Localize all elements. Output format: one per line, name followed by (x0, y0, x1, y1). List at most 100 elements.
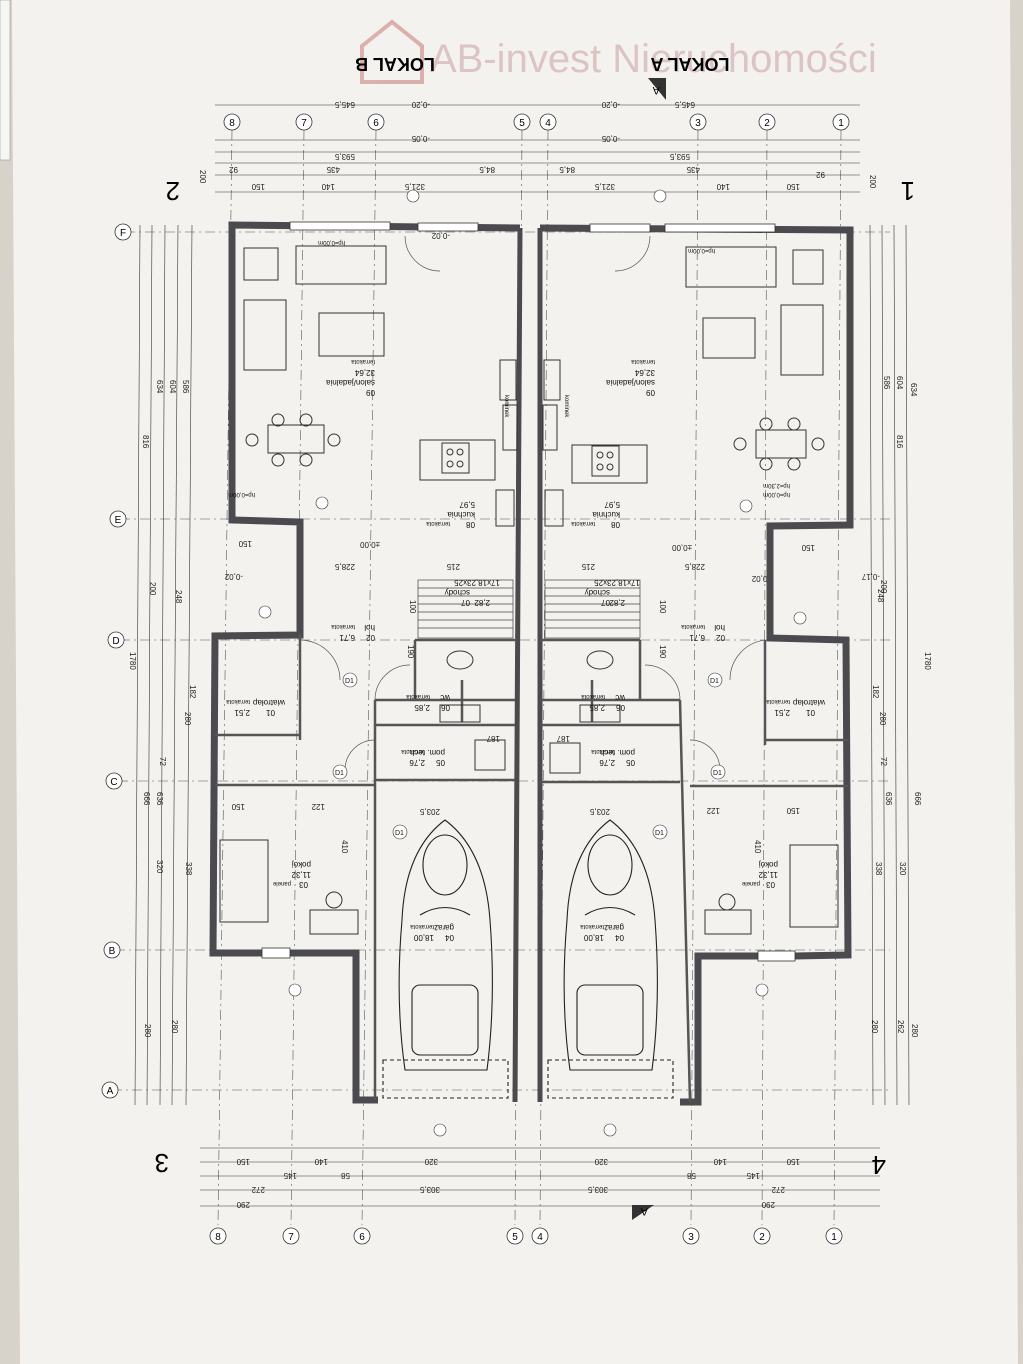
room-label: 02 hol 6,71 terrakota (331, 623, 375, 642)
axis-bubbles-top: 8 7 6 5 4 3 2 1 (223, 113, 850, 131)
svg-text:84,5: 84,5 (559, 165, 575, 174)
axis-bubble: C (105, 772, 123, 790)
axis-label: F (120, 228, 126, 239)
room-label: 03 11,32 pokój panele (741, 860, 778, 889)
svg-text:150: 150 (786, 182, 800, 191)
svg-text:6,71: 6,71 (339, 633, 355, 642)
axis-label: 4 (537, 1232, 543, 1243)
svg-text:816: 816 (895, 435, 904, 449)
svg-text:280: 280 (143, 1024, 152, 1038)
svg-text:190: 190 (658, 645, 667, 659)
svg-text:salon/jadalnia: salon/jadalnia (606, 378, 655, 387)
axis-label: D (112, 636, 119, 647)
svg-text:182: 182 (188, 685, 197, 699)
axis-bubble: 2 (758, 113, 776, 131)
svg-text:636: 636 (155, 792, 164, 806)
axis-label: 6 (359, 1232, 365, 1243)
corner-label-top-left: 2 (166, 176, 180, 206)
axis-bubble: D (107, 631, 125, 649)
svg-text:145: 145 (746, 1171, 760, 1180)
axis-bubble: 3 (689, 113, 707, 131)
svg-text:6,71: 6,71 (689, 633, 705, 642)
svg-text:terrakota: terrakota (226, 698, 250, 704)
axis-label: 8 (215, 1232, 221, 1243)
armchair-icon (243, 247, 279, 281)
coffee-table-icon (318, 312, 385, 357)
svg-text:D1: D1 (395, 830, 404, 837)
room-label: 02 hol 6,71 terrakota (681, 623, 725, 642)
svg-text:2,76: 2,76 (409, 758, 425, 767)
svg-text:2,82: 2,82 (609, 598, 625, 607)
svg-text:05: 05 (626, 758, 635, 767)
svg-text:645,5: 645,5 (674, 100, 695, 109)
svg-text:panele: panele (272, 880, 291, 886)
axis-label: 1 (831, 1232, 837, 1243)
svg-text:hp=0,00m: hp=0,00m (318, 239, 345, 245)
svg-text:338: 338 (184, 862, 193, 876)
room-label: 06 wc 2,85 terrakota (581, 693, 626, 712)
axis-bubble: 8 (223, 113, 241, 131)
sink-icon (544, 489, 564, 527)
car-icon-lokal-a (547, 819, 674, 1099)
axis-label: 2 (759, 1232, 765, 1243)
axis-label: 7 (288, 1232, 294, 1243)
svg-text:terrakota: terrakota (406, 693, 430, 699)
svg-text:terrakota: terrakota (766, 698, 790, 704)
svg-text:kominek: kominek (503, 395, 509, 418)
svg-text:04: 04 (615, 933, 624, 942)
axis-label: 5 (519, 118, 525, 129)
svg-text:140: 140 (321, 182, 335, 191)
svg-text:-0,02: -0,02 (751, 574, 770, 583)
svg-text:272: 272 (771, 1185, 785, 1194)
svg-text:2,51: 2,51 (234, 708, 250, 717)
axis-bubble: 3 (682, 1227, 700, 1245)
svg-text:634: 634 (909, 383, 918, 397)
svg-text:terrakota: terrakota (631, 358, 655, 364)
svg-text:435: 435 (326, 165, 340, 174)
axis-bubbles-rows: F E D C B A (101, 223, 132, 1099)
axis-label: 3 (695, 118, 701, 129)
desk-icon (309, 909, 359, 935)
axis-bubble: 4 (531, 1227, 549, 1245)
svg-text:100: 100 (658, 600, 667, 614)
interior-walls (215, 635, 848, 1103)
axis-label: A (107, 1086, 114, 1097)
svg-text:terrakota: terrakota (581, 693, 605, 699)
svg-text:666: 666 (142, 792, 151, 806)
svg-text:320: 320 (898, 862, 907, 876)
svg-text:schody: schody (585, 588, 610, 597)
svg-text:salon/jadalnia: salon/jadalnia (326, 378, 375, 387)
fireplace-icon (499, 359, 517, 401)
svg-text:hol: hol (714, 623, 725, 632)
svg-text:terrakota: terrakota (591, 748, 615, 754)
svg-text:262: 262 (896, 1020, 905, 1034)
svg-text:187: 187 (486, 734, 500, 743)
stairs-lokal-a (544, 579, 641, 639)
svg-text:586: 586 (882, 376, 891, 390)
axis-label: 3 (688, 1232, 694, 1243)
svg-text:-0,02: -0,02 (431, 231, 450, 240)
svg-text:17x18,23x25: 17x18,23x25 (594, 578, 640, 587)
svg-text:wiatrołap: wiatrołap (792, 698, 826, 707)
room-labels-lokal-b: 09 salon/jadalnia 32,64 terrakota 08 kuc… (226, 239, 509, 942)
svg-text:09: 09 (366, 388, 375, 397)
furniture-lokal-a (542, 246, 839, 935)
party-wall (512, 227, 543, 1103)
room-label: 09 salon/jadalnia 32,64 terrakota (606, 358, 655, 397)
coffee-table-icon (702, 317, 756, 359)
door-tags: D1 D1 D1 D1 D1 D1 (332, 672, 726, 840)
room-label: 08 kuchnia 5,97 terrakota (571, 500, 620, 529)
axis-label: B (109, 946, 116, 957)
room-label: 07 schody 2,82 17x18,23x25 (585, 578, 640, 607)
svg-text:5,97: 5,97 (459, 500, 475, 509)
door-tag: D1 (332, 764, 348, 780)
svg-text:338: 338 (874, 862, 883, 876)
svg-text:122: 122 (311, 802, 325, 811)
svg-text:01: 01 (266, 708, 275, 717)
svg-text:garaż: garaż (604, 923, 624, 932)
svg-text:321,5: 321,5 (594, 182, 615, 191)
svg-text:kuchnia: kuchnia (592, 510, 620, 519)
svg-text:pokój: pokój (759, 860, 778, 869)
watermark: AB-invest Nieruchomości (360, 19, 877, 84)
